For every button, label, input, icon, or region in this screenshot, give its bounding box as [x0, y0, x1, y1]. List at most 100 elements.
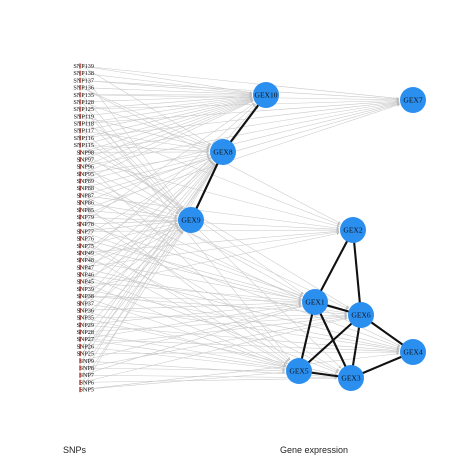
- snp-marker: [79, 286, 81, 292]
- gene-node-circle: [286, 358, 312, 384]
- snp-gene-edge: [81, 230, 340, 268]
- snp-gene-edge: [81, 101, 211, 148]
- snp-node: SNP35: [76, 315, 94, 322]
- snp-label: SNP5: [80, 387, 94, 394]
- snp-gene-edge: [81, 173, 303, 296]
- snp-label: SNP37: [76, 300, 94, 307]
- snp-marker: [79, 99, 81, 105]
- snp-node: SNP136: [73, 85, 94, 92]
- snp-node: SNP9: [79, 358, 94, 365]
- snp-node: SNP77: [76, 228, 94, 235]
- snp-node: SNP8: [79, 365, 94, 372]
- snp-gene-edge: [81, 226, 180, 282]
- snp-gene-edge: [81, 96, 253, 131]
- snp-gene-edge: [81, 94, 253, 103]
- snp-gene-edge: [81, 288, 400, 351]
- snp-label: SNP6: [80, 379, 94, 386]
- gene-node: GEX8: [210, 139, 236, 165]
- snp-gene-edge: [81, 160, 213, 275]
- snp-label: SNP38: [76, 293, 94, 300]
- snp-marker: [79, 149, 81, 155]
- snp-gene-edge: [81, 161, 214, 290]
- snp-marker: [79, 106, 81, 112]
- snp-node: SNP46: [76, 272, 94, 279]
- snp-label: SNP97: [76, 156, 94, 163]
- snp-gene-edge: [81, 96, 253, 124]
- snp-gene-edge: [81, 100, 400, 139]
- snp-node: SNP28: [76, 329, 94, 336]
- snp-marker: [79, 221, 81, 227]
- gene-node-label: GEX4: [403, 348, 422, 357]
- snp-marker: [79, 358, 81, 364]
- snp-gene-edge: [81, 220, 178, 232]
- snp-node: SNP26: [76, 343, 94, 350]
- snp-gene-edge: [81, 222, 178, 247]
- snp-node: SNP125: [73, 106, 94, 113]
- snp-marker: [79, 315, 81, 321]
- snp-marker: [79, 185, 81, 191]
- snp-gene-edge: [81, 159, 340, 228]
- snp-node: SNP138: [73, 70, 94, 77]
- gene-node-label: GEX10: [255, 91, 278, 100]
- snp-gene-edge: [81, 187, 178, 217]
- snp-label: SNP27: [76, 336, 94, 343]
- snp-node: SNP78: [76, 221, 94, 228]
- snp-gene-edge: [81, 98, 253, 153]
- snp-gene-edge: [81, 166, 179, 215]
- snp-marker: [79, 142, 81, 148]
- snp-gene-edge: [81, 116, 342, 369]
- snp-label: SNP138: [73, 70, 94, 77]
- snp-gene-edge: [81, 65, 212, 145]
- snp-label: SNP35: [76, 315, 94, 322]
- snp-node: SNP7: [79, 372, 94, 379]
- snp-gene-edge: [81, 302, 400, 351]
- snp-gene-edge: [81, 267, 400, 350]
- snp-gene-edge: [81, 195, 401, 347]
- snp-gene-edge: [81, 313, 348, 318]
- gene-node-label: GEX2: [343, 226, 362, 235]
- snp-node: SNP137: [73, 77, 94, 84]
- snp-node: SNP85: [76, 207, 94, 214]
- snp-marker: [79, 171, 81, 177]
- snp-gene-edge: [81, 159, 212, 239]
- gene-node-label: GEX3: [341, 374, 360, 383]
- snp-label: SNP26: [76, 343, 94, 350]
- snp-node-layer: SNP139SNP138SNP137SNP136SNP135SNP128SNP1…: [73, 63, 94, 394]
- gene-node: GEX5: [286, 358, 312, 384]
- snp-marker: [79, 120, 81, 127]
- snp-gene-edge: [81, 352, 400, 390]
- snp-marker: [79, 156, 81, 163]
- snp-gene-edge: [81, 123, 341, 226]
- snp-node: SNP36: [76, 307, 94, 314]
- snp-label: SNP136: [73, 85, 94, 92]
- snp-marker: [79, 365, 81, 371]
- snp-gene-edge: [81, 130, 181, 212]
- snp-gene-edge: [81, 154, 210, 189]
- snp-label: SNP79: [76, 214, 94, 221]
- snp-marker: [79, 214, 81, 220]
- snp-marker: [79, 307, 81, 314]
- snp-node: SNP87: [76, 192, 94, 199]
- gene-node: GEX2: [340, 217, 366, 243]
- snp-gene-edge: [81, 144, 350, 308]
- gene-gene-edge: [298, 314, 362, 372]
- snp-label: SNP116: [74, 135, 94, 142]
- snp-gene-edge: [81, 65, 400, 100]
- snp-gene-edge: [81, 295, 348, 316]
- snp-marker: [79, 207, 81, 213]
- snp-gene-edge: [81, 202, 289, 363]
- snp-gene-edge: [81, 231, 401, 348]
- snp-gene-edge: [81, 231, 184, 383]
- snp-node: SNP117: [74, 128, 94, 135]
- snp-gene-edge: [81, 367, 286, 373]
- snp-label: SNP8: [80, 365, 94, 372]
- snp-marker: [79, 336, 81, 342]
- snp-label: SNP47: [76, 264, 94, 271]
- gene-gene-edge: [351, 229, 363, 316]
- snp-node: SNP96: [76, 164, 94, 171]
- snp-gene-edge: [81, 159, 212, 254]
- snp-label: SNP49: [76, 250, 94, 257]
- snp-gene-edge: [81, 346, 286, 371]
- snp-node: SNP47: [76, 264, 94, 271]
- snp-marker: [79, 386, 81, 393]
